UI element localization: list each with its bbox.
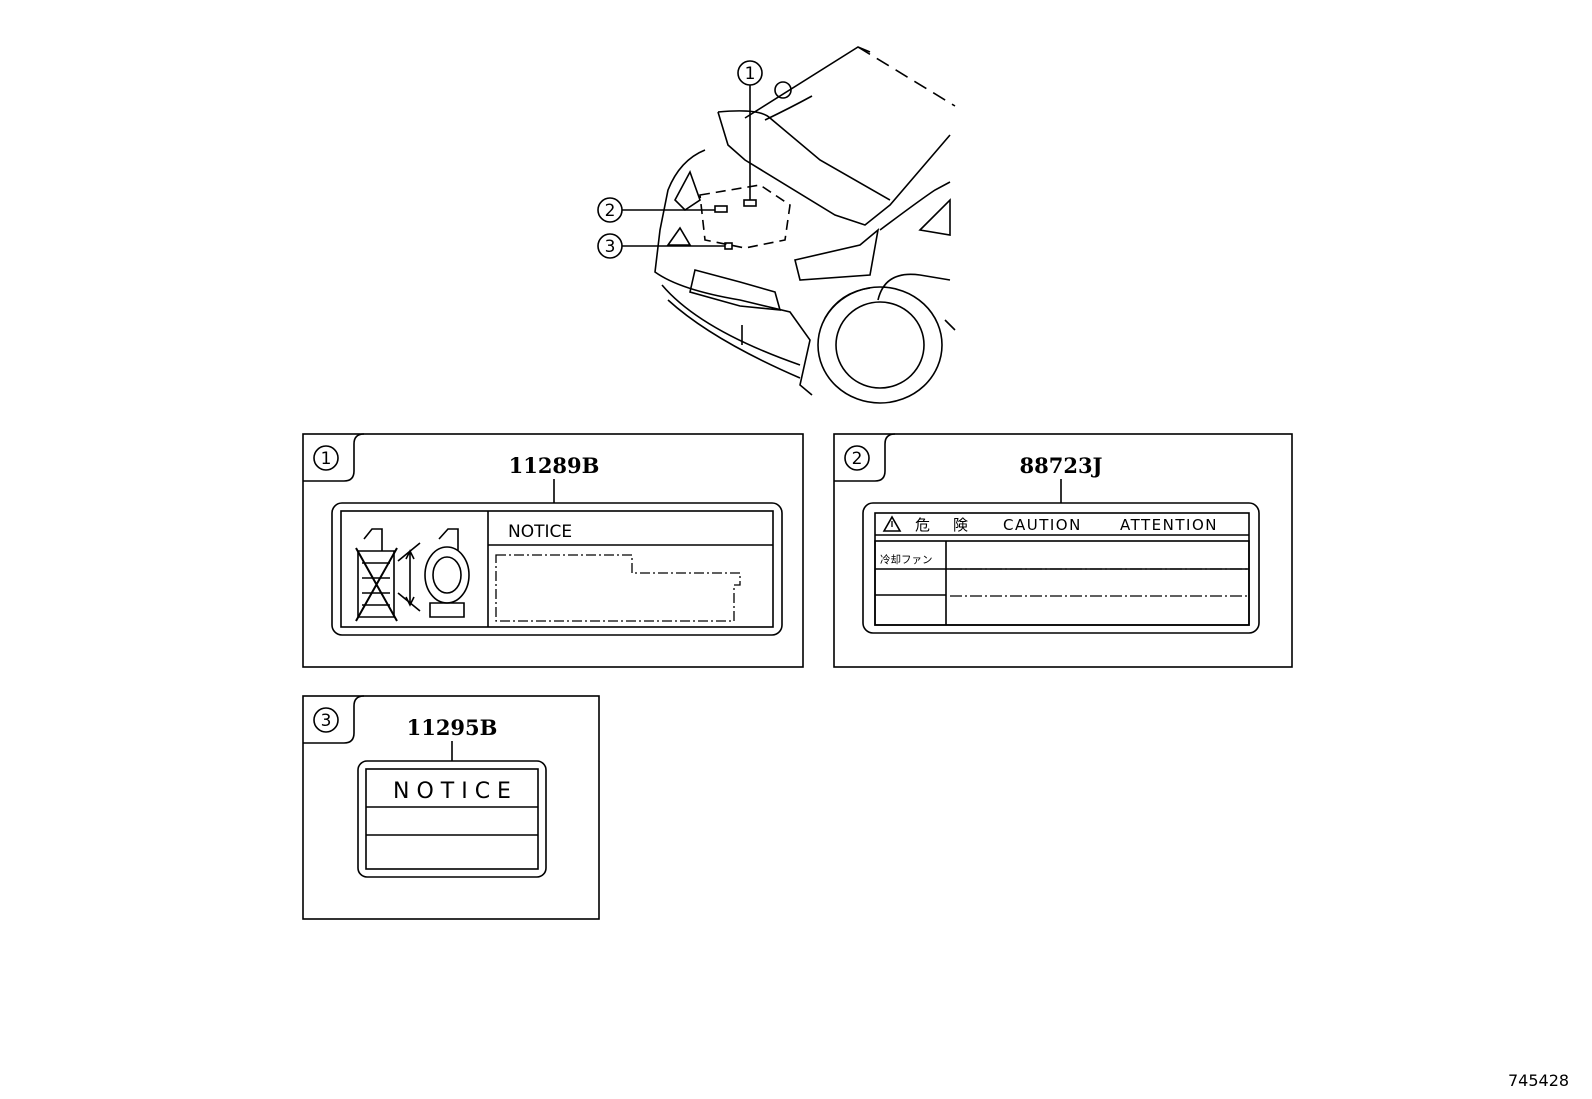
panel-2-callout-number: 2 xyxy=(852,449,863,469)
callout-3-number: 3 xyxy=(605,237,616,257)
panel-3-callout-number: 3 xyxy=(321,711,332,731)
double-arrow-icon xyxy=(405,549,415,607)
tire-arc xyxy=(824,287,871,319)
label-3-marker xyxy=(724,242,733,250)
diagonal-guide-lines xyxy=(397,542,421,612)
warning-triangle-icon xyxy=(882,515,902,532)
compressed-jack-icon xyxy=(424,528,470,618)
label-88723j-outer xyxy=(862,502,1260,634)
jack-crossed-icon xyxy=(355,528,398,622)
panel-3-frame xyxy=(302,695,600,920)
label-11289b-outer xyxy=(331,502,783,636)
label-11289b-inner xyxy=(340,510,774,628)
headlight-left xyxy=(674,170,701,212)
hood-inner-edge xyxy=(717,110,891,201)
panel-1-callout-circle xyxy=(313,445,339,471)
panel-1-frame xyxy=(302,433,804,668)
wheel-outer xyxy=(817,286,943,404)
wheel-inner xyxy=(835,301,925,389)
mirror-knob xyxy=(774,81,792,99)
diagram-reference-number: 745428 xyxy=(1508,1071,1570,1090)
panel-3: 3 11295B N O T I C E xyxy=(302,695,600,920)
panel-2-tab xyxy=(834,433,896,482)
panel-2-callout-circle xyxy=(844,445,870,471)
label-11289b-heading: NOTICE xyxy=(508,522,572,542)
panel-1: 1 11289B NOTICE xyxy=(302,433,804,668)
lower-bumper xyxy=(661,284,801,379)
panel-2: 2 88723J 危 険 CAUTION ATTENTION 冷却ファン xyxy=(833,433,1293,668)
panel-2-part-number: 88723J xyxy=(1020,453,1103,478)
callout-1-number: 1 xyxy=(745,64,756,84)
label-1-marker xyxy=(743,199,757,207)
label-2-marker xyxy=(714,205,728,213)
windshield-outline xyxy=(744,46,871,119)
panel-1-tab xyxy=(303,433,365,482)
front-left-grille xyxy=(689,269,782,311)
rocker-line xyxy=(944,319,956,331)
label-88723j-table xyxy=(874,540,1250,626)
label-11295b-outer xyxy=(357,760,547,878)
panel-2-frame xyxy=(833,433,1293,668)
engine-bay-dashed xyxy=(699,184,791,249)
vehicle-illustration: 1 2 3 xyxy=(597,46,956,404)
panel-3-part-number: 11295B xyxy=(407,715,498,740)
right-fender xyxy=(877,181,951,301)
panel-3-tab xyxy=(303,695,365,744)
label-11295b-heading: N O T I C E xyxy=(393,779,511,804)
label-88723j-dashdot-lines xyxy=(950,568,1247,597)
wiper-arm xyxy=(764,95,813,121)
label-88723j-caution: CAUTION xyxy=(1003,516,1082,534)
label-88723j-jp-2: 険 xyxy=(953,516,968,534)
roof-dashed-line xyxy=(857,46,956,107)
panel-1-part-number: 11289B xyxy=(509,453,600,478)
side-window xyxy=(918,198,951,236)
raised-hood xyxy=(717,111,951,226)
label-88723j-row-label: 冷却ファン xyxy=(880,553,933,566)
label-88723j-jp-1: 危 xyxy=(915,516,930,534)
front-fascia xyxy=(654,149,813,396)
panel-1-callout-number: 1 xyxy=(321,449,332,469)
label-11295b-row-dividers xyxy=(366,806,538,836)
headlight-right xyxy=(794,227,880,281)
label-11295b-inner xyxy=(365,768,539,870)
label-88723j-table-row-dividers xyxy=(875,568,1249,596)
fog-triangle xyxy=(666,226,692,246)
panel-3-callout-circle xyxy=(313,707,339,733)
callout-2-number: 2 xyxy=(605,201,616,221)
label-88723j-attention: ATTENTION xyxy=(1120,516,1218,534)
label-11289b-dashdot-text-area xyxy=(495,554,741,622)
